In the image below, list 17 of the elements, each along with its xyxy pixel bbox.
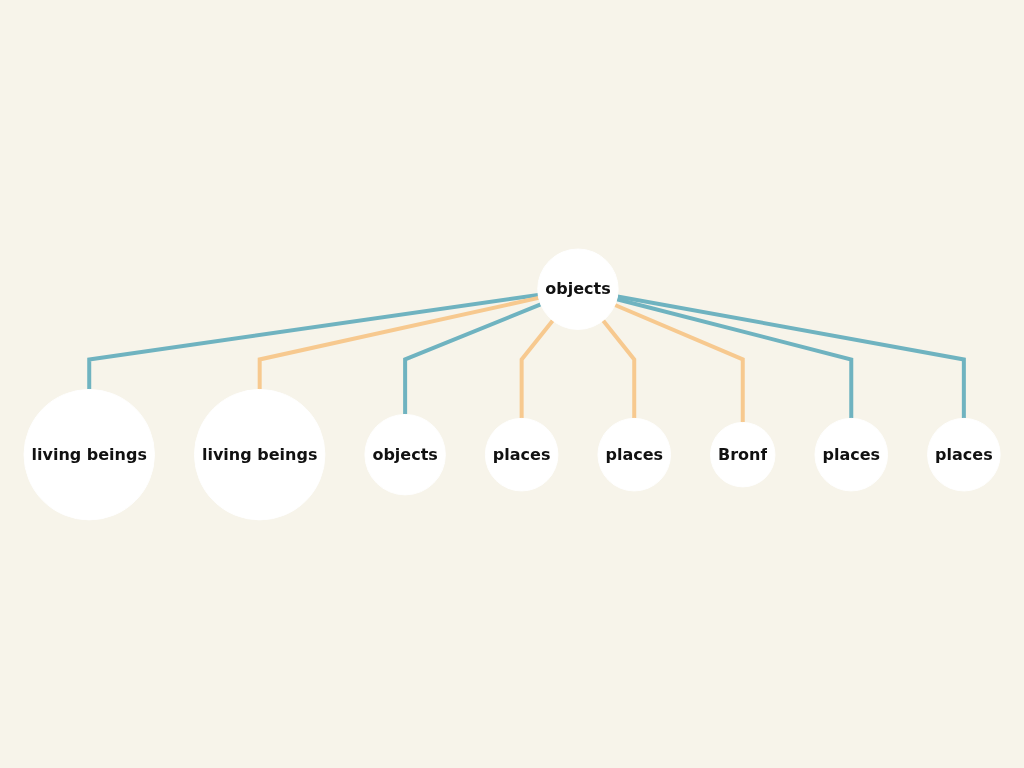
node-circle: objects [364, 413, 446, 495]
connector [87, 292, 539, 389]
node-circle: places [814, 417, 888, 491]
node-circle: places [597, 417, 671, 491]
connector [519, 318, 555, 418]
node-circle: living beings [23, 388, 155, 520]
connector [616, 296, 854, 418]
connector [617, 294, 966, 418]
node-circle: objects [537, 248, 619, 330]
connector [614, 302, 745, 422]
node-circle: living beings [193, 388, 326, 520]
node-circle: places [484, 417, 559, 491]
connector [601, 318, 637, 418]
connector [257, 295, 539, 389]
node-circle: Bronf [709, 421, 776, 487]
connector [403, 302, 542, 414]
node-circle: places [927, 417, 1001, 491]
